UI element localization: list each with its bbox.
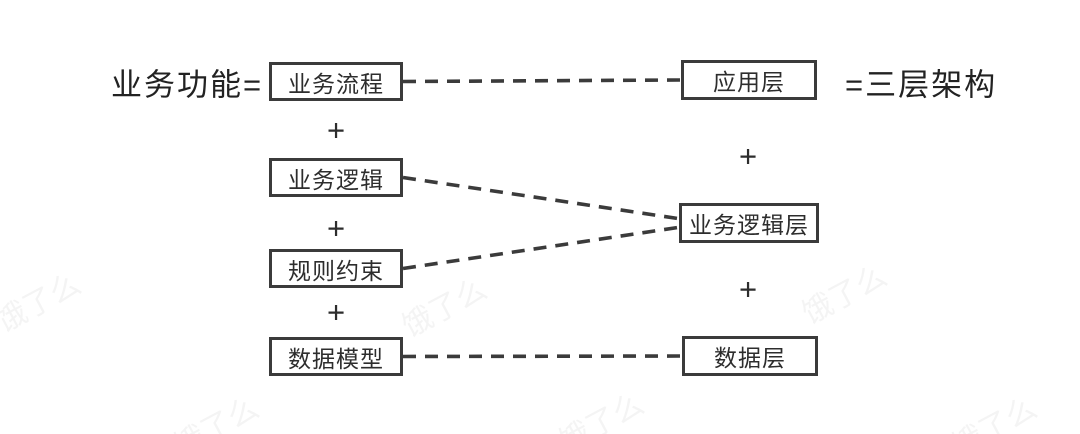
watermark: 饿了么 xyxy=(397,272,493,344)
watermark: 饿了么 xyxy=(554,387,650,434)
plus-sign: + xyxy=(326,112,346,148)
node-data-layer: 数据层 xyxy=(682,336,818,376)
node-data-model: 数据模型 xyxy=(269,337,403,376)
node-business-logic: 业务逻辑 xyxy=(269,158,403,197)
plus-sign: + xyxy=(326,210,346,246)
watermark: 饿了么 xyxy=(0,267,87,339)
node-application-layer: 应用层 xyxy=(681,60,817,100)
node-business-process: 业务流程 xyxy=(269,62,403,101)
watermark: 饿了么 xyxy=(797,259,893,331)
node-business-logic-layer: 业务逻辑层 xyxy=(679,203,819,243)
plus-sign: + xyxy=(738,271,758,307)
watermark: 饿了么 xyxy=(947,391,1043,434)
right-equation-label: =三层架构 xyxy=(845,67,998,103)
node-rule-constraints: 规则约束 xyxy=(269,249,403,288)
plus-sign: + xyxy=(326,294,346,330)
plus-sign: + xyxy=(738,138,758,174)
watermark: 饿了么 xyxy=(169,391,265,434)
left-equation-label: 业务功能= xyxy=(111,67,264,103)
